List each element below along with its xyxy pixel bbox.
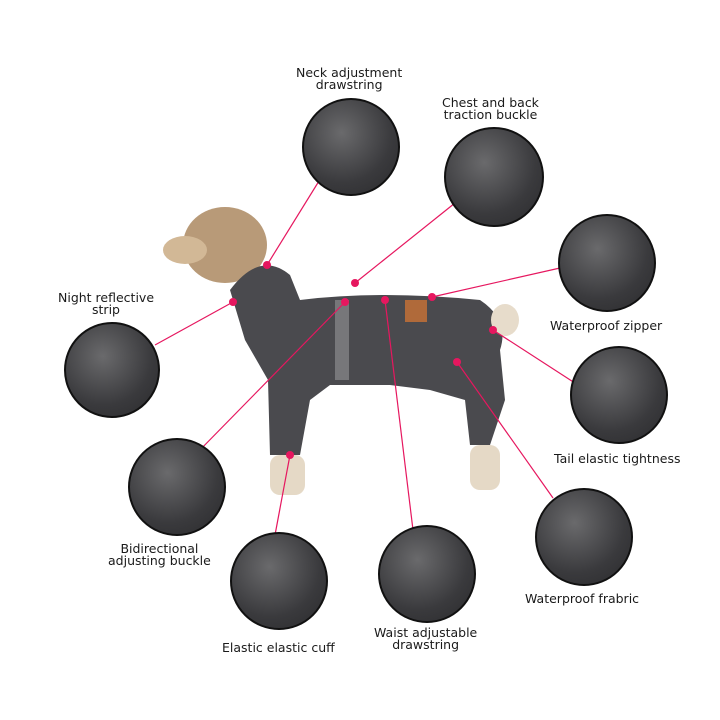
waterproof-fabric-detail bbox=[535, 488, 633, 586]
neck-drawstring-detail bbox=[302, 98, 400, 196]
waist-drawstring-detail bbox=[378, 525, 476, 623]
label-fabric: Waterproof frabric bbox=[525, 591, 640, 606]
zipper-detail bbox=[558, 214, 656, 312]
label-tail: Tail elastic tightness bbox=[554, 451, 681, 466]
elastic-cuff-detail bbox=[230, 532, 328, 630]
tail-elastic-detail bbox=[570, 346, 668, 444]
reflective-strip-detail bbox=[64, 322, 160, 418]
adjusting-buckle-detail bbox=[128, 438, 226, 536]
dog-illustration bbox=[163, 207, 519, 495]
label-zipper: Waterproof zipper bbox=[550, 318, 663, 333]
chest-buckle-detail bbox=[444, 127, 544, 227]
label-cuff: Elastic elastic cuff bbox=[222, 640, 335, 655]
